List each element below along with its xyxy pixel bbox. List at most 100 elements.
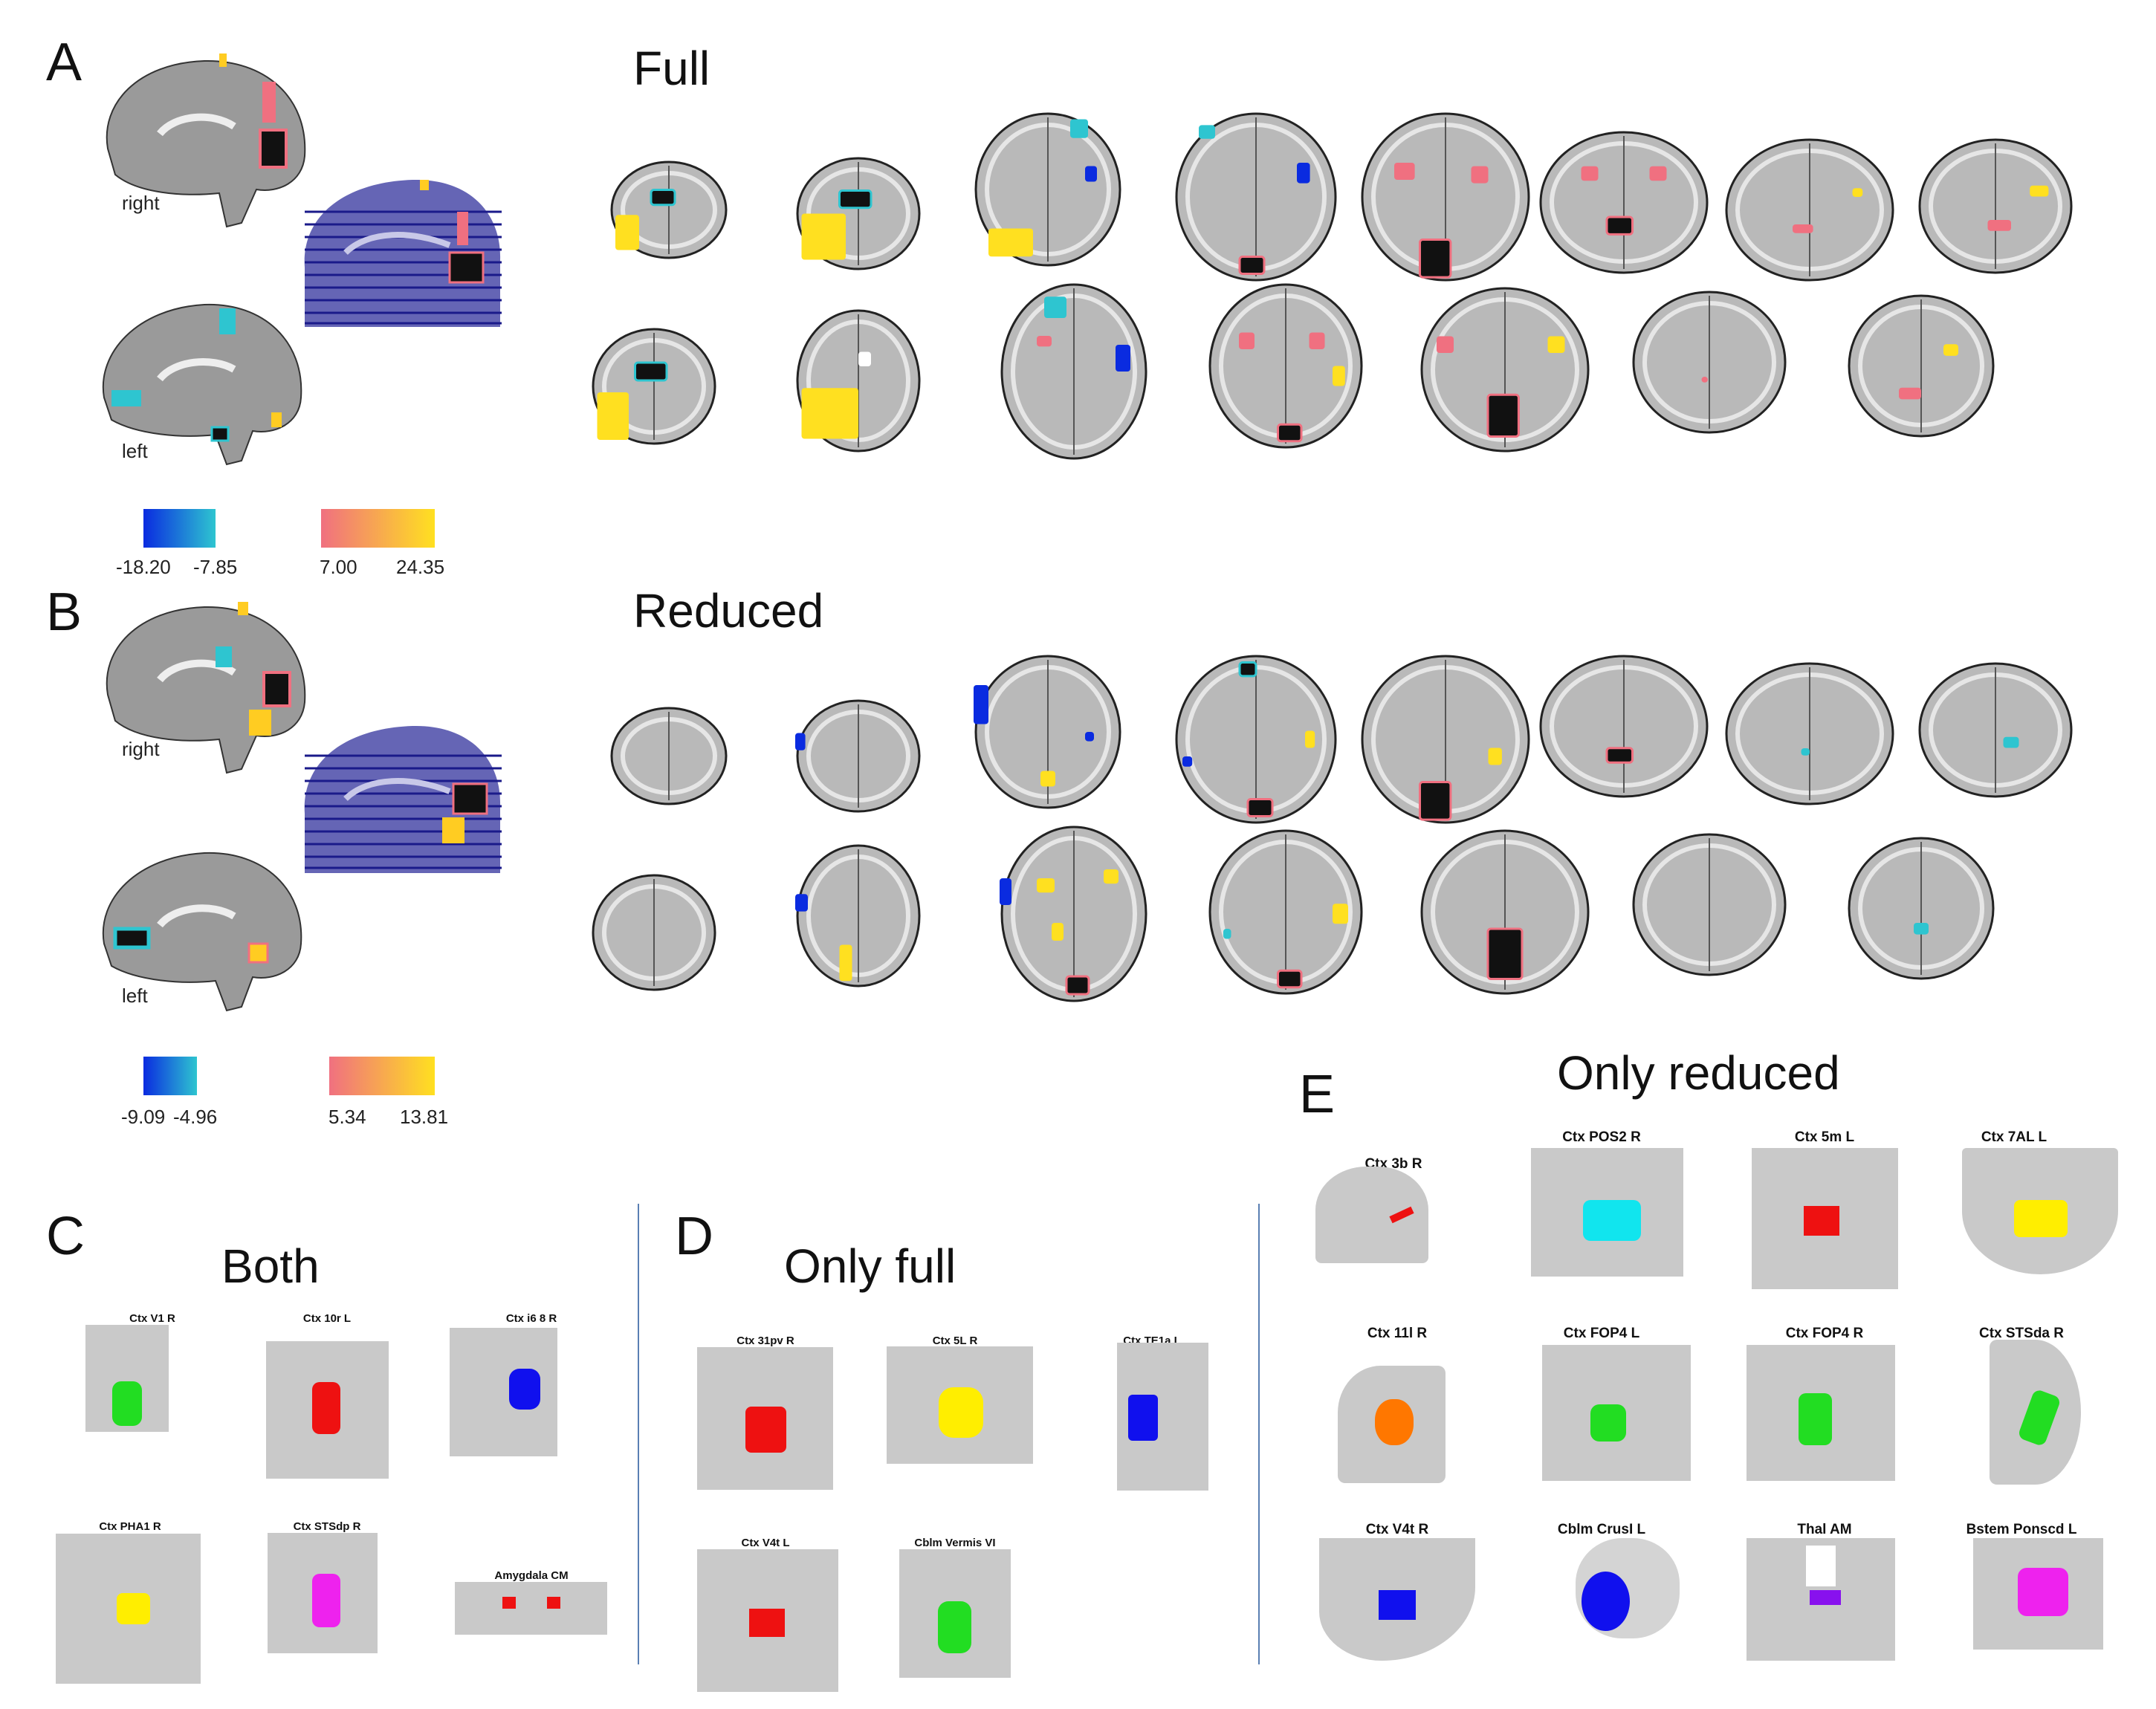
panel-a-colorbar-gap bbox=[216, 509, 321, 548]
panel-d-roi-image-1 bbox=[887, 1346, 1033, 1464]
panel-b-label-right: right bbox=[122, 738, 160, 760]
panel-c-roi-image-4 bbox=[268, 1533, 378, 1653]
panel-b-axial-top-slice bbox=[1725, 662, 1894, 805]
panel-c-roi-image-3 bbox=[56, 1534, 201, 1684]
panel-a-sagittal-slice-guide bbox=[304, 179, 502, 327]
panel-d-roi-image-0 bbox=[697, 1347, 833, 1490]
panel-e-roi-image-10 bbox=[1747, 1538, 1895, 1661]
panel-c-roi-image-0 bbox=[85, 1325, 169, 1432]
panel-e-roi-image-5 bbox=[1542, 1345, 1691, 1481]
panel-e-roi-image-7 bbox=[1990, 1340, 2081, 1485]
panel-d-letter: D bbox=[675, 1207, 713, 1266]
panel-a-colorbar-positive bbox=[321, 509, 435, 548]
panel-e-roi-image-9 bbox=[1576, 1538, 1680, 1638]
panel-b-sagittal-right bbox=[106, 602, 306, 774]
panel-b-axial-bottom-slice bbox=[1632, 833, 1787, 976]
panel-b-axial-bottom-slice bbox=[1848, 837, 1995, 980]
panel-a-axial-top-slice bbox=[1175, 112, 1337, 282]
panel-a-axial-top-slice bbox=[610, 160, 728, 259]
panel-e-roi-image-4 bbox=[1338, 1366, 1446, 1483]
panel-b-axial-bottom-slice bbox=[1208, 829, 1363, 995]
panel-a-axial-bottom-slice bbox=[1848, 294, 1995, 438]
panel-e-roi-image-3 bbox=[1962, 1148, 2118, 1274]
panel-e-roi-label-4: Ctx 11l R bbox=[1367, 1326, 1428, 1341]
panel-e-letter: E bbox=[1299, 1065, 1336, 1124]
panel-e-roi-label-1: Ctx POS2 R bbox=[1562, 1129, 1641, 1145]
panel-b-axial-top-slice bbox=[1175, 655, 1337, 824]
panel-a-axial-bottom-slice bbox=[592, 328, 716, 445]
panel-a-colorbar-negative bbox=[143, 509, 216, 548]
panel-a-axial-top-slice bbox=[796, 157, 921, 270]
panel-b-colorbar-positive bbox=[329, 1057, 435, 1095]
panel-e-roi-image-2 bbox=[1752, 1148, 1898, 1289]
panel-c-title: Both bbox=[221, 1239, 320, 1293]
panel-a-axial-bottom-slice bbox=[1632, 291, 1787, 434]
panel-a-tick-pos-min: 7.00 bbox=[320, 556, 357, 578]
panel-a-tick-neg-max: -7.85 bbox=[193, 556, 238, 578]
panel-d-roi-image-4 bbox=[899, 1549, 1011, 1678]
panel-e-roi-label-9: Cblm CrusI L bbox=[1557, 1522, 1646, 1537]
panel-e-roi-image-0 bbox=[1315, 1167, 1428, 1263]
panel-b-axial-top-slice bbox=[974, 655, 1121, 809]
panel-c-roi-image-2 bbox=[450, 1328, 557, 1456]
panel-a-sagittal-left bbox=[102, 303, 302, 466]
panel-e-roi-label-6: Ctx FOP4 R bbox=[1785, 1326, 1864, 1341]
panel-a-label-right: right bbox=[122, 192, 160, 214]
divider-c-d bbox=[638, 1204, 639, 1664]
panel-d-roi-label-4: Cblm Vermis VI bbox=[914, 1537, 996, 1549]
panel-b-axial-bottom-slice bbox=[795, 844, 921, 988]
panel-a-axial-bottom-slice bbox=[1000, 283, 1147, 460]
panel-e-roi-label-2: Ctx 5m L bbox=[1794, 1129, 1855, 1145]
panel-e-roi-label-11: Bstem Ponscd L bbox=[1966, 1522, 2077, 1537]
panel-b-tick-neg-max: -4.96 bbox=[173, 1106, 218, 1128]
panel-c-letter: C bbox=[46, 1207, 85, 1266]
panel-b-label-left: left bbox=[122, 985, 148, 1007]
panel-b-axial-top-slice bbox=[795, 699, 921, 813]
panel-d-roi-label-3: Ctx V4t L bbox=[741, 1537, 790, 1549]
panel-c-roi-label-5: Amygdala CM bbox=[494, 1569, 569, 1582]
panel-e-roi-label-7: Ctx STSda R bbox=[1978, 1326, 2065, 1341]
panel-b-axial-bottom-slice bbox=[1420, 829, 1590, 995]
divider-d-e bbox=[1258, 1204, 1260, 1664]
panel-b-axial-top-slice bbox=[1918, 662, 2073, 798]
panel-b-tick-pos-min: 5.34 bbox=[328, 1106, 366, 1128]
panel-b-axial-top-slice bbox=[1361, 655, 1530, 824]
panel-c-roi-label-2: Ctx i6 8 R bbox=[505, 1312, 557, 1325]
panel-b-axial-top-slice bbox=[1539, 655, 1709, 798]
panel-c-roi-label-1: Ctx 10r L bbox=[302, 1312, 352, 1325]
panel-b-tick-pos-max: 13.81 bbox=[400, 1106, 449, 1128]
panel-a-axial-top-slice bbox=[1725, 138, 1894, 282]
panel-b-axial-bottom-slice bbox=[592, 874, 716, 991]
panel-b-axial-top-slice bbox=[610, 707, 728, 805]
panel-a-title: Full bbox=[633, 42, 710, 95]
panel-d-roi-label-1: Ctx 5L R bbox=[932, 1335, 978, 1347]
panel-e-roi-image-11 bbox=[1973, 1538, 2103, 1650]
panel-b-colorbar-negative bbox=[143, 1057, 197, 1095]
panel-c-roi-label-0: Ctx V1 R bbox=[129, 1312, 175, 1325]
panel-a-tick-neg-min: -18.20 bbox=[116, 556, 171, 578]
panel-b-letter: B bbox=[46, 583, 82, 642]
panel-c-roi-label-4: Ctx STSdp R bbox=[293, 1520, 361, 1533]
panel-a-letter: A bbox=[46, 33, 82, 92]
panel-d-title: Only full bbox=[784, 1239, 956, 1293]
panel-c-roi-image-5 bbox=[455, 1582, 607, 1635]
panel-a-tick-pos-max: 24.35 bbox=[396, 556, 445, 578]
panel-b-sagittal-left bbox=[102, 852, 302, 1012]
panel-e-roi-label-5: Ctx FOP4 L bbox=[1563, 1326, 1640, 1341]
panel-b-tick-neg-min: -9.09 bbox=[121, 1106, 166, 1128]
panel-e-title: Only reduced bbox=[1557, 1046, 1840, 1100]
panel-e-roi-label-10: Thal AM bbox=[1797, 1522, 1852, 1537]
panel-a-label-left: left bbox=[122, 440, 148, 462]
panel-b-colorbar-gap bbox=[197, 1057, 329, 1095]
panel-c-roi-image-1 bbox=[266, 1341, 389, 1479]
panel-e-roi-image-6 bbox=[1747, 1345, 1895, 1481]
panel-b-sagittal-slice-guide bbox=[304, 725, 502, 873]
panel-d-roi-label-0: Ctx 31pv R bbox=[737, 1335, 794, 1347]
panel-e-roi-image-8 bbox=[1319, 1538, 1475, 1661]
panel-b-title: Reduced bbox=[633, 584, 824, 638]
panel-e-roi-label-8: Ctx V4t R bbox=[1365, 1522, 1429, 1537]
panel-d-roi-image-3 bbox=[697, 1549, 838, 1692]
panel-a-axial-top-slice bbox=[974, 112, 1121, 267]
panel-a-axial-top-slice bbox=[1539, 131, 1709, 274]
panel-d-roi-image-2 bbox=[1117, 1343, 1208, 1491]
